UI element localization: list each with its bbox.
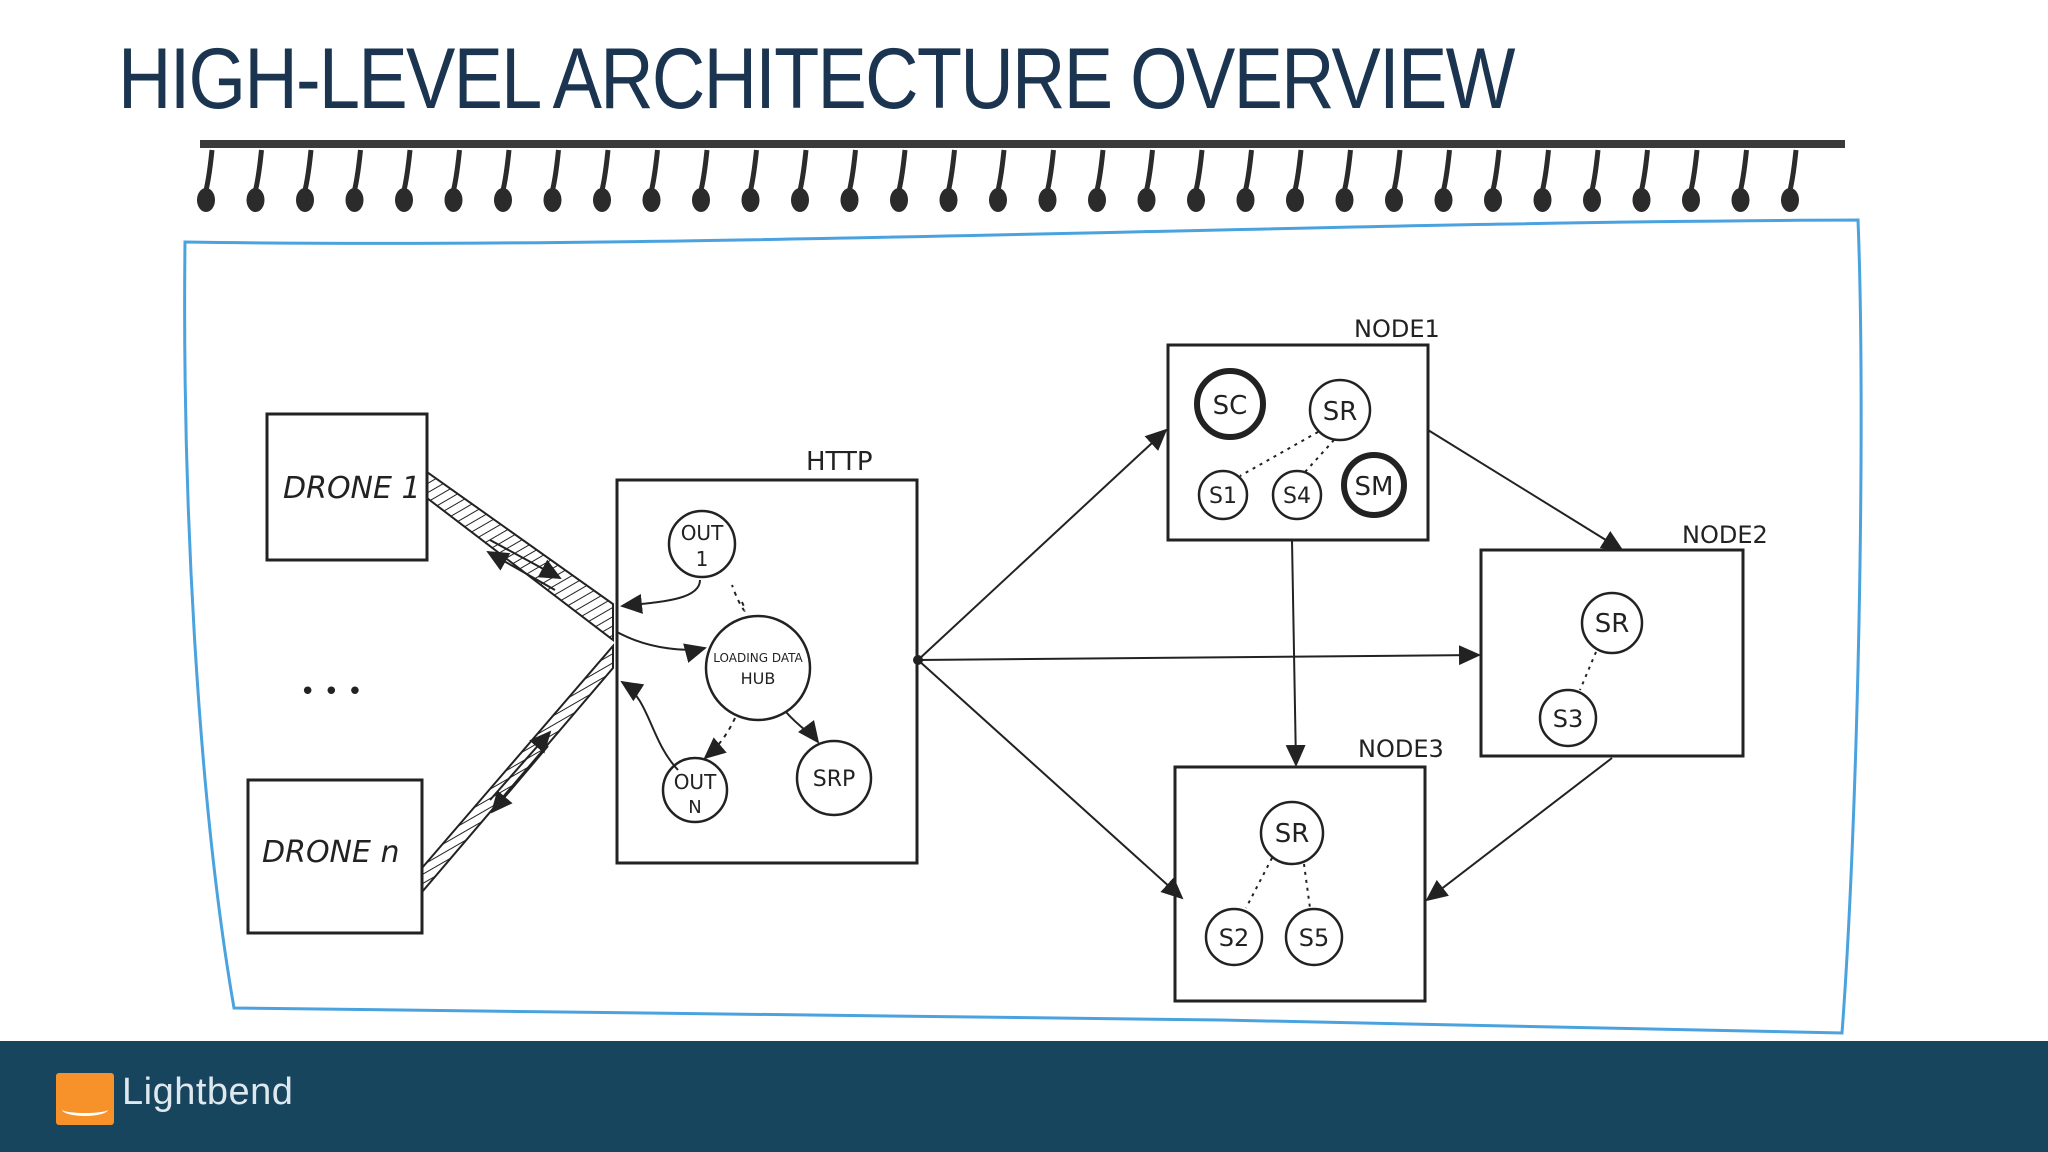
sr-node-2-label: SR xyxy=(1595,609,1630,639)
binding-hole xyxy=(1088,188,1106,212)
binding-hole xyxy=(593,188,611,212)
sr-node-3-label: SR xyxy=(1275,819,1310,849)
sr-node-1-label: SR xyxy=(1323,397,1358,427)
sm-node xyxy=(1341,452,1407,518)
binding-hole xyxy=(1385,188,1403,212)
footer-bar: Lightbend xyxy=(0,1041,2048,1152)
architecture-sketch: DRONE 1 • • • DRONE n HTTP OUT 1 LOADING… xyxy=(183,140,1863,1035)
binding-hole xyxy=(494,188,512,212)
sc-label: SC xyxy=(1213,391,1248,421)
sr-node-3 xyxy=(1259,800,1325,866)
out-1-node xyxy=(667,509,737,579)
s3-label: S3 xyxy=(1553,705,1584,733)
binding-hole xyxy=(296,188,314,212)
s1-label: S1 xyxy=(1209,484,1237,509)
brand-name: Lightbend xyxy=(122,1071,294,1113)
node-3-label: NODE3 xyxy=(1358,735,1444,763)
hub-node xyxy=(704,614,812,722)
srp-node xyxy=(795,739,873,817)
binding-hole xyxy=(1484,188,1502,212)
binding-hole xyxy=(1533,188,1552,212)
binding-hole xyxy=(1286,188,1304,212)
out-1-label: OUT xyxy=(681,521,724,545)
http-box: HTTP OUT 1 LOADING DATA HUB OUT N SRP xyxy=(615,447,919,865)
binding-hole xyxy=(1781,188,1799,212)
s5-node xyxy=(1284,907,1344,967)
binding-hole xyxy=(246,188,265,212)
node-2-label: NODE2 xyxy=(1682,521,1768,549)
sr-node-2 xyxy=(1580,591,1644,655)
binding-hole xyxy=(1038,188,1057,212)
paper-border xyxy=(183,218,1863,1035)
drone-n-label: DRONE n xyxy=(262,835,400,870)
binding-hole xyxy=(1236,188,1255,212)
s4-label: S4 xyxy=(1283,484,1311,509)
binding-hole xyxy=(1187,188,1205,212)
ellipsis: • • • xyxy=(300,677,363,707)
drone-1-connection xyxy=(426,470,614,643)
binding-hole xyxy=(741,188,760,212)
binding-hole xyxy=(1335,188,1354,212)
drone-1-box: DRONE 1 xyxy=(265,412,429,562)
s2-label: S2 xyxy=(1219,924,1250,952)
binding-hole xyxy=(444,188,463,212)
cluster-links xyxy=(913,428,1624,902)
binding-hole xyxy=(395,188,413,212)
hub-label-top: LOADING DATA xyxy=(713,651,803,665)
binding-hole xyxy=(642,188,661,212)
binding-hole xyxy=(1434,188,1453,212)
sr-node-1 xyxy=(1308,378,1372,442)
s2-node xyxy=(1204,907,1264,967)
binding-hole xyxy=(543,188,562,212)
sc-node xyxy=(1194,368,1266,440)
binding-hole xyxy=(1731,188,1750,212)
node-1-label: NODE1 xyxy=(1354,315,1440,343)
s1-node xyxy=(1197,469,1249,521)
s4-node xyxy=(1271,469,1323,521)
binding-hole xyxy=(1137,188,1156,212)
http-label: HTTP xyxy=(806,447,873,477)
node-3-box: NODE3 SR S2 S5 xyxy=(1173,735,1444,1003)
out-1-number: 1 xyxy=(696,547,709,571)
slide-title: HIGH-LEVEL ARCHITECTURE OVERVIEW xyxy=(118,31,1515,127)
node-2-box: NODE2 SR S3 xyxy=(1479,521,1768,758)
out-n-node xyxy=(661,756,729,824)
drone-n-connection xyxy=(421,643,614,895)
sm-label: SM xyxy=(1355,472,1394,502)
s3-node xyxy=(1538,688,1598,748)
s5-label: S5 xyxy=(1299,924,1330,952)
binding-hole xyxy=(1682,188,1700,212)
binding-hole xyxy=(840,188,859,212)
binding-hole xyxy=(939,188,958,212)
binding-hole xyxy=(1632,188,1651,212)
binding-hole xyxy=(791,188,809,212)
binding-hole xyxy=(197,188,215,212)
binding-hole xyxy=(692,188,710,212)
lightbend-logo-icon xyxy=(56,1073,114,1125)
binding-hole xyxy=(1583,188,1601,212)
notebook-binding xyxy=(197,140,1845,212)
srp-label: SRP xyxy=(813,767,856,792)
out-n-number: N xyxy=(688,797,701,818)
drone-1-label: DRONE 1 xyxy=(283,471,421,506)
binding-hole xyxy=(890,188,908,212)
binding-hole xyxy=(345,188,364,212)
drone-n-box: DRONE n xyxy=(246,778,424,935)
node-1-box: NODE1 SC SR S1 S4 SM xyxy=(1166,315,1440,542)
binding-hole xyxy=(989,188,1007,212)
hub-label: HUB xyxy=(741,669,776,688)
out-n-label: OUT xyxy=(674,770,717,794)
